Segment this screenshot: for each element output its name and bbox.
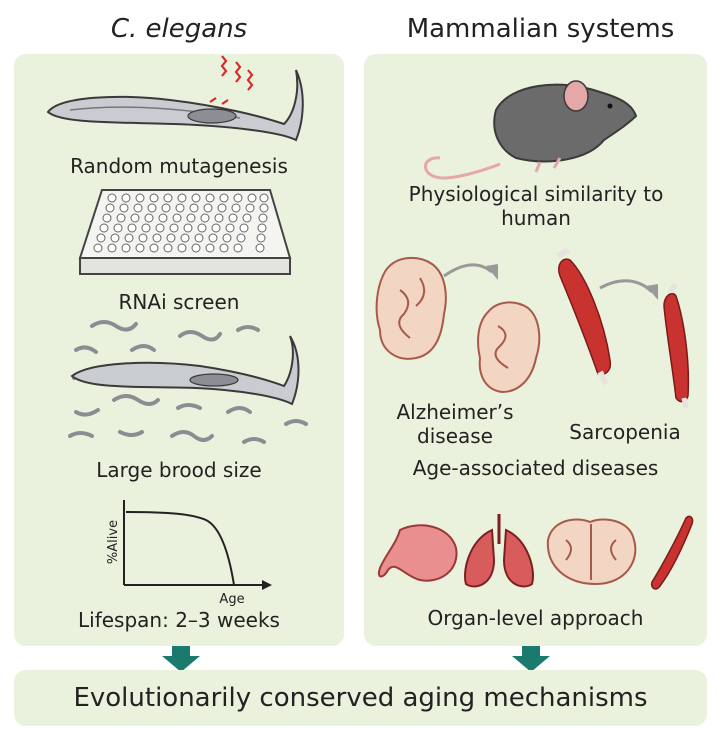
conclusion-box: Evolutionarily conserved aging mechanism… <box>14 670 707 726</box>
lifespan-label: Lifespan: 2–3 weeks <box>78 608 280 632</box>
age-diseases-label: Age-associated diseases <box>412 456 659 480</box>
mutagenesis-label: Random mutagenesis <box>70 154 288 178</box>
muscle-organ-icon <box>650 515 694 590</box>
survival-x-label: Age <box>219 592 245 607</box>
organ-label: Organ-level approach <box>427 606 644 630</box>
down-arrow-left-icon <box>162 646 200 672</box>
arrow-sarcopenia-icon <box>599 279 658 300</box>
stomach-icon <box>378 524 458 582</box>
sarcopenia-label: Sarcopenia <box>569 420 681 444</box>
physiology-label: Physiological similarity to human <box>408 182 664 230</box>
rnai-label: RNAi screen <box>118 290 240 314</box>
down-arrow-right-icon <box>512 646 550 672</box>
alzheimers-label: Alzheimer’s disease <box>396 400 514 448</box>
adult-worm-icon <box>70 335 300 406</box>
conclusion-text: Evolutionarily conserved aging mechanism… <box>73 683 648 713</box>
lungs-icon <box>464 514 534 588</box>
survival-y-label: %Alive <box>106 519 121 565</box>
mammalian-heading: Mammalian systems <box>406 14 675 44</box>
brain-atrophied-icon <box>477 301 541 394</box>
brood-label: Large brood size <box>96 458 262 482</box>
arrow-alzheimers-icon <box>443 263 498 280</box>
brain-section-icon <box>546 518 637 586</box>
survival-plot <box>123 500 272 590</box>
c-elegans-panel <box>14 54 344 646</box>
muscle-atrophied-icon <box>663 282 690 409</box>
radiation-icon <box>209 55 254 105</box>
c-elegans-heading: C. elegans <box>110 14 248 44</box>
mouse-icon <box>424 80 638 180</box>
brain-healthy-icon <box>375 257 447 360</box>
well-plate-icon <box>78 189 292 275</box>
muscle-healthy-icon <box>556 247 612 386</box>
worm-mutagenesis-icon <box>46 69 304 142</box>
